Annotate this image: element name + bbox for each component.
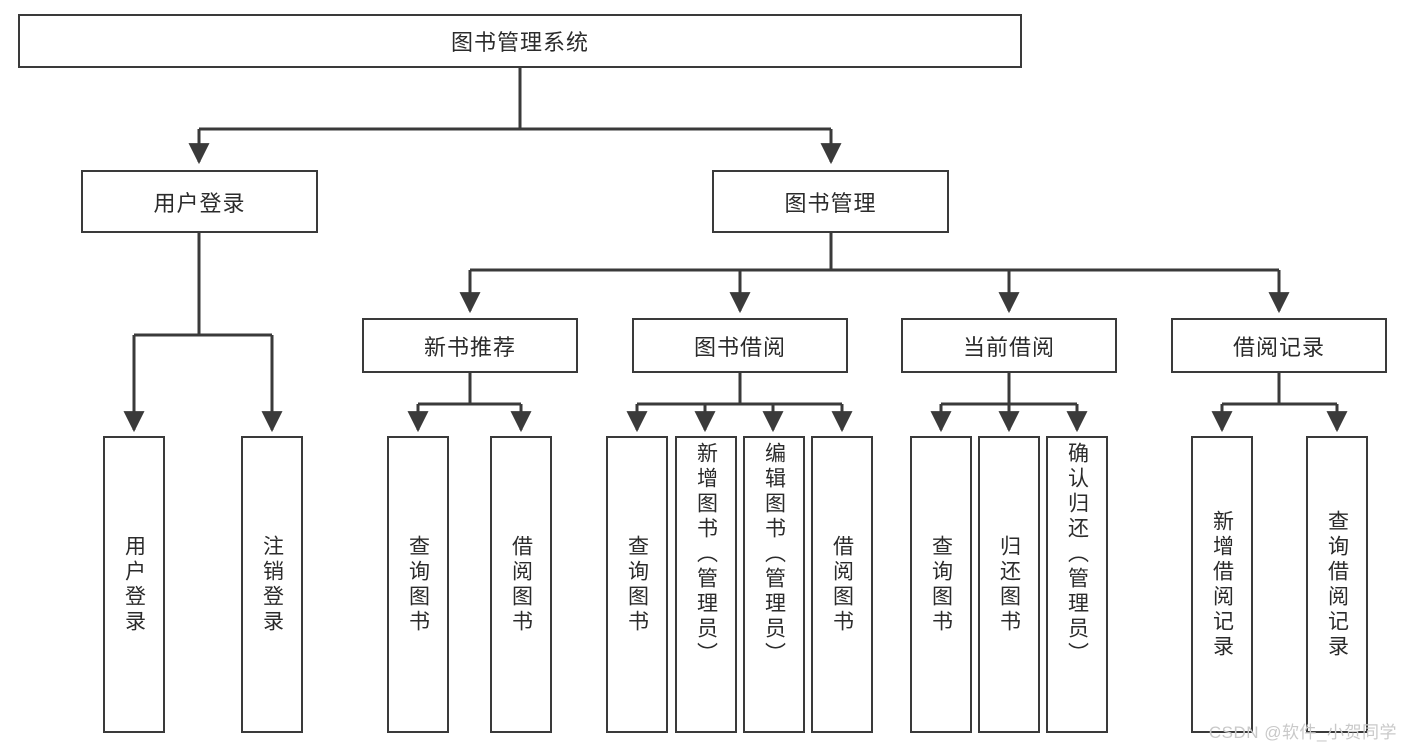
leaf-borrow-record-add[interactable]: 新增借阅记录 — [1191, 436, 1253, 733]
leaf-label: 查询图书 — [929, 534, 953, 635]
node-current-borrow[interactable]: 当前借阅 — [901, 318, 1117, 373]
node-new-book-recommend-label: 新书推荐 — [423, 334, 516, 360]
node-borrow-record-label: 借阅记录 — [1232, 334, 1325, 360]
node-current-borrow-label: 当前借阅 — [962, 334, 1055, 360]
node-borrow-record[interactable]: 借阅记录 — [1171, 318, 1387, 373]
leaf-book-borrow-add[interactable]: 新增图书（管理员） — [675, 436, 737, 733]
leaf-borrow-record-query[interactable]: 查询借阅记录 — [1306, 436, 1368, 733]
node-root[interactable]: 图书管理系统 — [18, 14, 1022, 68]
leaf-label: 借阅图书 — [830, 534, 854, 635]
node-book-management[interactable]: 图书管理 — [712, 170, 949, 233]
leaf-new-book-borrow[interactable]: 借阅图书 — [490, 436, 552, 733]
leaf-label: 注销登录 — [260, 534, 284, 635]
node-book-management-label: 图书管理 — [784, 190, 877, 216]
leaf-current-borrow-confirm[interactable]: 确认归还（管理员） — [1046, 436, 1108, 733]
node-user-login[interactable]: 用户登录 — [81, 170, 318, 233]
leaf-book-borrow-query[interactable]: 查询图书 — [606, 436, 668, 733]
leaf-label: 归还图书 — [997, 534, 1021, 635]
leaf-label: 确认归还（管理员） — [1065, 442, 1089, 667]
leaf-current-borrow-query[interactable]: 查询图书 — [910, 436, 972, 733]
node-book-borrow-label: 图书借阅 — [693, 334, 786, 360]
node-book-borrow[interactable]: 图书借阅 — [632, 318, 848, 373]
leaf-user-login-login[interactable]: 用户登录 — [103, 436, 165, 733]
leaf-label: 借阅图书 — [509, 534, 533, 635]
leaf-label: 查询借阅记录 — [1325, 509, 1349, 660]
leaf-label: 查询图书 — [406, 534, 430, 635]
leaf-label: 用户登录 — [122, 534, 146, 635]
node-user-login-label: 用户登录 — [153, 190, 246, 216]
leaf-user-login-logout[interactable]: 注销登录 — [241, 436, 303, 733]
leaf-label: 查询图书 — [625, 534, 649, 635]
leaf-label: 新增借阅记录 — [1210, 509, 1234, 660]
csdn-watermark: CSDN @软件_小贺同学 — [1208, 723, 1397, 742]
leaf-label: 编辑图书（管理员） — [762, 442, 786, 667]
leaf-label: 新增图书（管理员） — [694, 442, 718, 667]
leaf-current-borrow-return[interactable]: 归还图书 — [978, 436, 1040, 733]
leaf-book-borrow-edit[interactable]: 编辑图书（管理员） — [743, 436, 805, 733]
node-new-book-recommend[interactable]: 新书推荐 — [362, 318, 578, 373]
node-root-label: 图书管理系统 — [450, 30, 589, 55]
leaf-book-borrow-borrow[interactable]: 借阅图书 — [811, 436, 873, 733]
leaf-new-book-query[interactable]: 查询图书 — [387, 436, 449, 733]
